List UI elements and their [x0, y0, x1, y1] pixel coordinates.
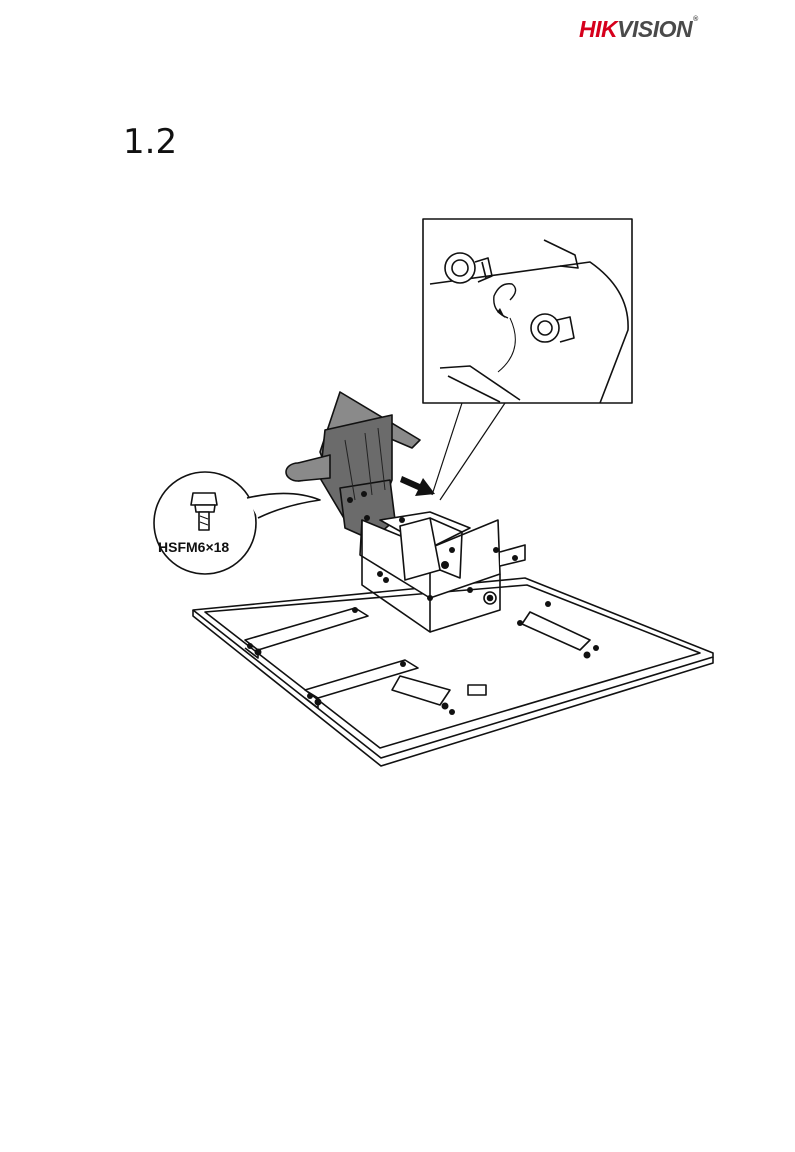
screw-label: HSFM6×18	[158, 539, 229, 555]
screw-callout: HSFM6×18	[154, 472, 320, 574]
direction-arrow-icon	[400, 476, 435, 496]
base-frame	[193, 578, 713, 766]
detail-inset	[423, 219, 632, 403]
